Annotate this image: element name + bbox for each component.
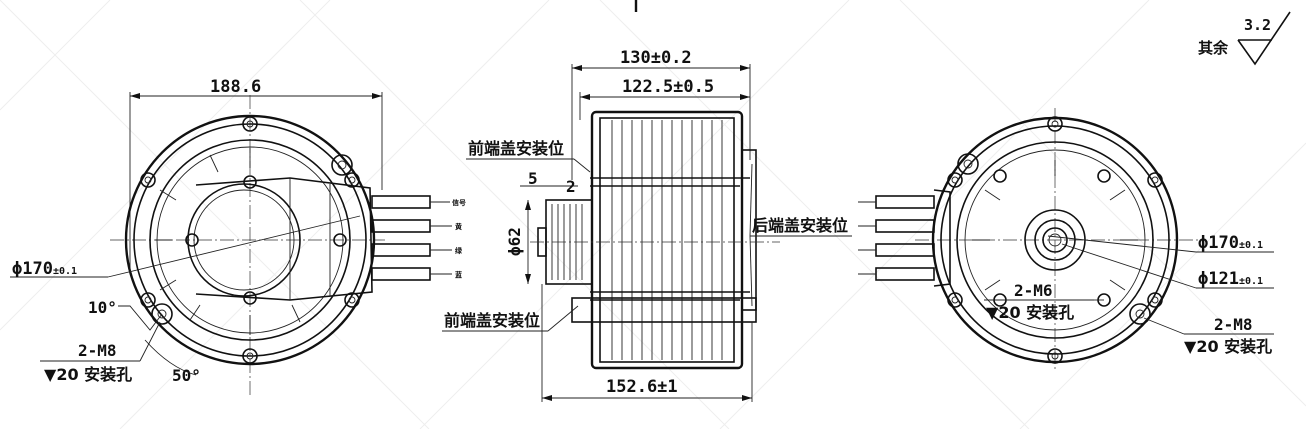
wire-label-green: 绿 xyxy=(455,246,463,255)
dim-width-188: 188.6 xyxy=(210,77,261,97)
dim-phi62: ϕ62 xyxy=(505,227,524,256)
dim-130: 130±0.2 xyxy=(620,48,692,68)
roughness-value: 3.2 xyxy=(1244,16,1271,34)
right-dia121-label: ϕ121±0.1 xyxy=(1198,269,1263,289)
right-hole2-spec: 2-M8 xyxy=(1214,315,1253,334)
wire-label-signal: 信号 xyxy=(452,198,466,207)
label-front-cover-top: 前端盖安装位 xyxy=(468,139,564,158)
middle-view: 130±0.2 122.5±0.5 xyxy=(442,48,852,402)
dim-122: 122.5±0.5 xyxy=(622,77,714,97)
wire-leads: 信号 黄 绿 蓝 xyxy=(371,195,466,281)
wire-label-blue: 蓝 xyxy=(455,270,462,279)
angle-50: 50° xyxy=(172,366,201,385)
roughness-note: 其余 3.2 xyxy=(1198,11,1291,66)
outer-housing xyxy=(124,114,376,366)
roughness-symbol xyxy=(1237,11,1291,66)
left-view: 188.6 xyxy=(10,77,466,395)
right-bolt-heads xyxy=(947,116,1163,364)
label-rear-cover: 后端盖安装位 xyxy=(752,216,848,235)
right-view: ϕ170±0.1 ϕ121±0.1 2-M6 ▼20 安装孔 2-M8 ▼20 … xyxy=(858,108,1274,372)
left-hole-spec: 2-M8 xyxy=(78,341,117,360)
motor-body xyxy=(590,110,744,370)
rear-housing xyxy=(931,116,1179,364)
angle-10: 10° xyxy=(88,298,117,317)
bolt-heads xyxy=(140,116,360,364)
cooling-fins xyxy=(611,120,723,360)
left-hole-depth: ▼20 安装孔 xyxy=(44,365,132,384)
dim-5: 5 xyxy=(528,169,538,188)
dim-2: 2 xyxy=(566,177,576,196)
right-wire-leads xyxy=(858,189,951,287)
roughness-text: 其余 xyxy=(1198,39,1229,57)
right-dia170-label: ϕ170±0.1 xyxy=(1198,233,1263,253)
left-dia-label: ϕ170±0.1 xyxy=(12,259,77,279)
label-front-cover-bottom: 前端盖安装位 xyxy=(444,311,540,330)
dim-152: 152.6±1 xyxy=(606,377,678,397)
right-hole2-depth: ▼20 安装孔 xyxy=(1184,337,1272,356)
right-hole1-spec: 2-M6 xyxy=(1014,281,1053,300)
right-hole1-depth: ▼20 安装孔 xyxy=(986,303,1074,322)
wire-label-yellow: 黄 xyxy=(455,222,462,231)
